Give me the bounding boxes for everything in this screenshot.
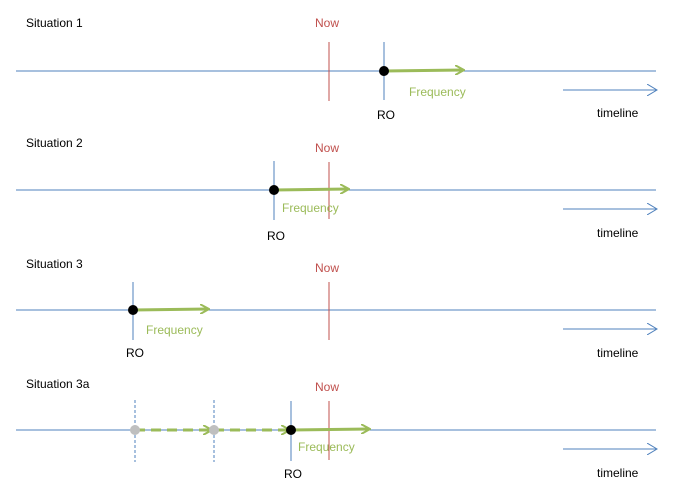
situation-2: Situation 2 Now Frequency RO timeline: [16, 136, 657, 243]
situation-3-title: Situation 3: [26, 257, 83, 271]
situation-3-timeline-label: timeline: [597, 346, 639, 360]
situation-1: Situation 1 Now Frequency RO timeline: [16, 16, 657, 122]
situation-3-ro-label: RO: [126, 346, 144, 360]
situation-3a-past-dot-2: [209, 425, 219, 435]
situation-3a-now-label: Now: [315, 380, 339, 394]
situation-3a-ro-label: RO: [284, 467, 302, 481]
situation-2-now-label: Now: [315, 141, 339, 155]
situation-1-frequency-arrow: [383, 70, 463, 71]
situation-2-ro-dot: [269, 185, 279, 195]
situation-3a: Situation 3a Now Frequency RO timeline: [16, 377, 657, 481]
situation-1-title: Situation 1: [26, 16, 83, 30]
situation-2-ro-label: RO: [267, 229, 285, 243]
situation-3a-past-dot-1: [130, 425, 140, 435]
situation-3a-frequency-label: Frequency: [298, 440, 355, 454]
situation-3a-ro-dot: [286, 425, 296, 435]
situation-3a-frequency-arrow: [290, 429, 369, 430]
situation-3: Situation 3 Now Frequency RO timeline: [16, 257, 657, 360]
situation-2-frequency-label: Frequency: [282, 201, 339, 215]
situation-2-timeline-label: timeline: [597, 226, 639, 240]
situation-1-ro-dot: [379, 66, 389, 76]
situation-3a-timeline-label: timeline: [597, 466, 639, 480]
situation-3-now-label: Now: [315, 261, 339, 275]
situation-1-frequency-label: Frequency: [409, 85, 466, 99]
situation-1-ro-label: RO: [377, 108, 395, 122]
situation-3-ro-dot: [128, 305, 138, 315]
situation-3-frequency-label: Frequency: [146, 323, 203, 337]
situation-3-frequency-arrow: [132, 309, 208, 310]
situation-1-now-label: Now: [315, 16, 339, 30]
situation-2-frequency-arrow: [273, 189, 348, 190]
situation-2-title: Situation 2: [26, 136, 83, 150]
situation-1-timeline-label: timeline: [597, 106, 639, 120]
situation-3a-title: Situation 3a: [26, 377, 90, 391]
